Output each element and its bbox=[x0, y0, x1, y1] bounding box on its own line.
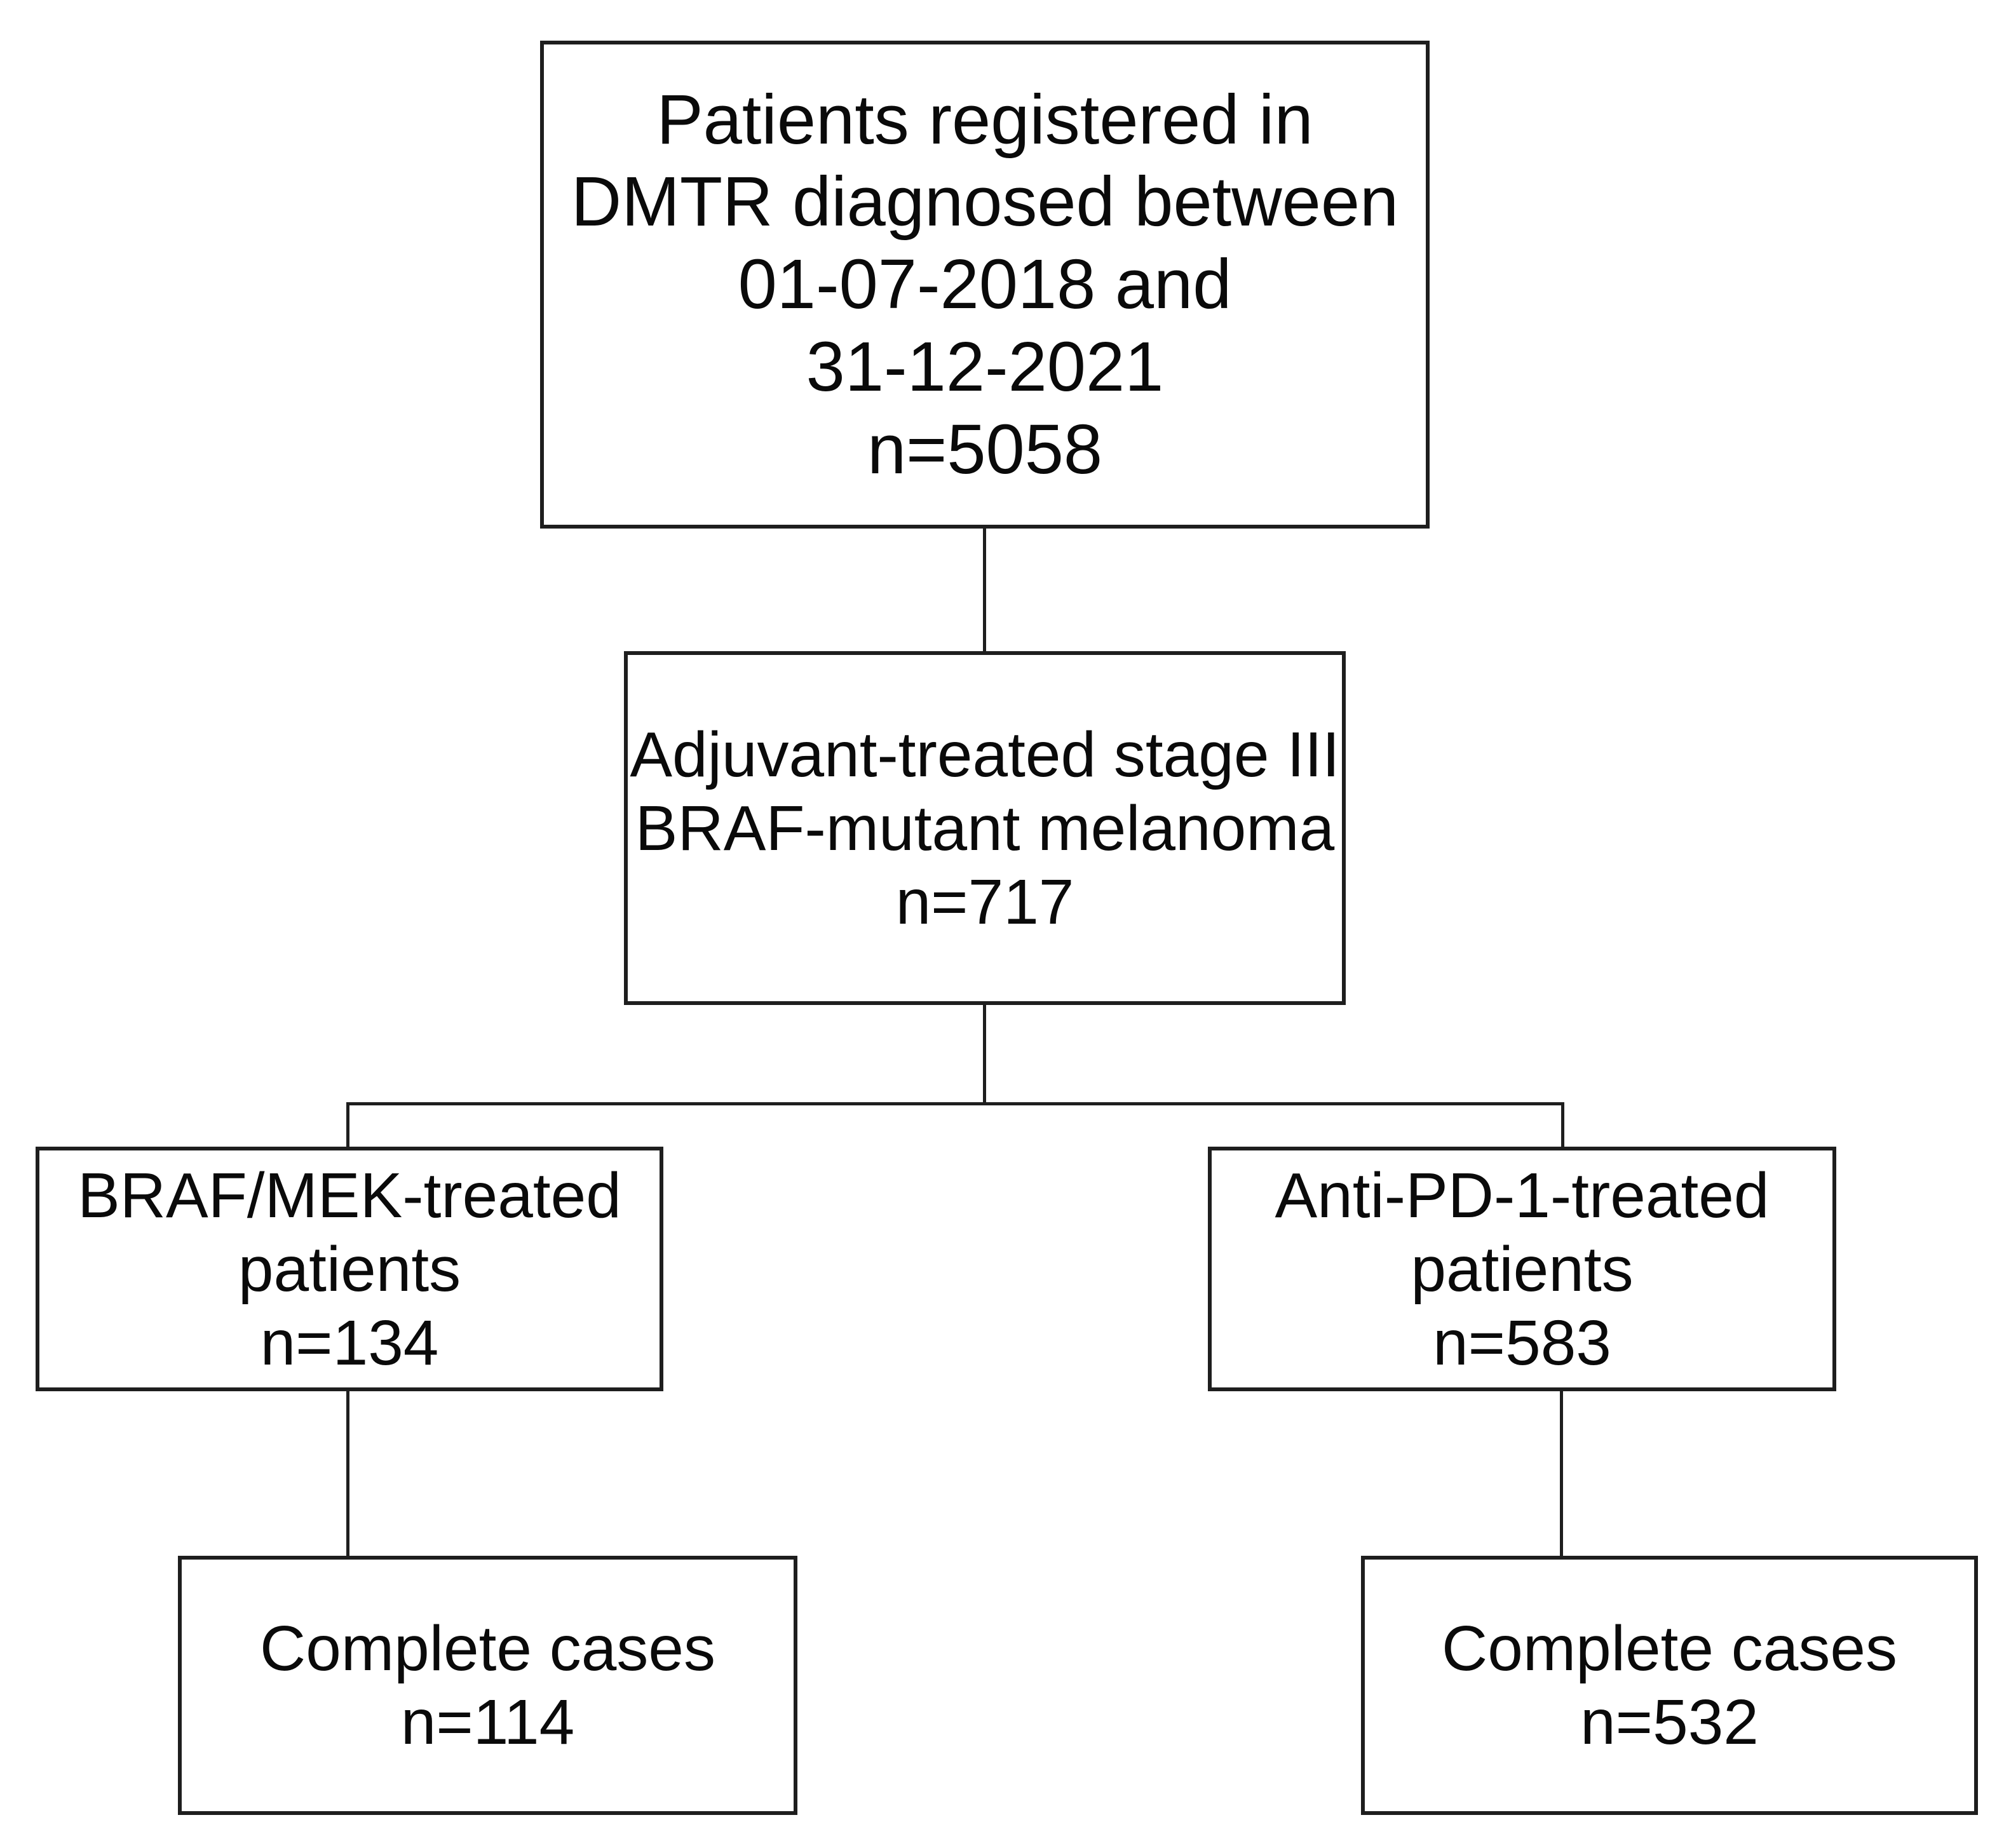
node-complete-pd1: Complete cases n=532 bbox=[1361, 1556, 1978, 1815]
node-text-line: DMTR diagnosed between bbox=[571, 163, 1399, 241]
node-text-line: n=717 bbox=[895, 866, 1074, 938]
connector-adjuvant-splitter bbox=[983, 1005, 986, 1105]
node-text-line: Complete cases bbox=[260, 1613, 715, 1684]
node-braf-mek: BRAF/MEK-treated patients n=134 bbox=[36, 1147, 663, 1391]
node-text-line: 01-07-2018 and bbox=[738, 245, 1232, 324]
node-text-line: Adjuvant-treated stage III bbox=[630, 718, 1340, 790]
node-text-line: n=114 bbox=[400, 1687, 575, 1758]
node-text-line: n=5058 bbox=[867, 410, 1103, 489]
node-text-line: Complete cases bbox=[1442, 1613, 1897, 1684]
node-registered: Patients registered in DMTR diagnosed be… bbox=[540, 41, 1430, 529]
connector-braf-mek-complete bbox=[346, 1391, 349, 1556]
connector-registered-adjuvant bbox=[983, 529, 986, 651]
connector-anti-pd1-complete bbox=[1560, 1391, 1563, 1556]
node-anti-pd1: Anti-PD-1-treated patients n=583 bbox=[1208, 1147, 1836, 1391]
node-text-line: Anti-PD-1-treated bbox=[1275, 1159, 1770, 1231]
node-text-line: BRAF/MEK-treated bbox=[78, 1159, 621, 1231]
node-text-line: patients bbox=[1411, 1233, 1634, 1305]
node-text-line: Patients registered in bbox=[656, 80, 1313, 159]
node-text-line: patients bbox=[238, 1233, 461, 1305]
connector-splitter-branches bbox=[346, 1102, 1564, 1147]
node-adjuvant: Adjuvant-treated stage III BRAF-mutant m… bbox=[624, 651, 1346, 1005]
node-complete-braf: Complete cases n=114 bbox=[178, 1556, 797, 1815]
node-text-line: n=583 bbox=[1433, 1307, 1611, 1379]
node-text-line: BRAF-mutant melanoma bbox=[635, 792, 1335, 864]
node-text-line: 31-12-2021 bbox=[806, 327, 1164, 406]
node-text-line: n=134 bbox=[260, 1307, 439, 1379]
node-text-line: n=532 bbox=[1580, 1687, 1759, 1758]
